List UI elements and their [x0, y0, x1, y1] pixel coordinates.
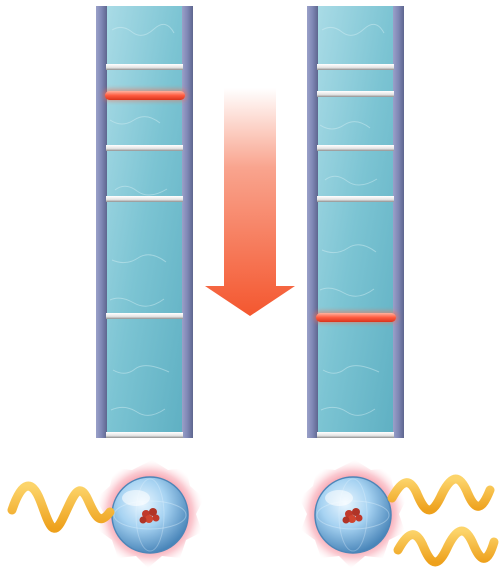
rung	[317, 145, 394, 151]
ladder-left	[96, 6, 193, 438]
rung	[317, 91, 394, 97]
atom-left	[96, 460, 204, 568]
ladder-right	[307, 6, 404, 438]
transition-arrow-down	[205, 88, 295, 316]
atom-shell	[314, 476, 392, 554]
ice-column	[107, 6, 182, 436]
rail-left	[96, 6, 107, 438]
highlighted-rung	[103, 89, 187, 101]
photon-wave-outgoing	[387, 474, 495, 515]
atom-right	[299, 460, 407, 568]
ice-column	[318, 6, 393, 436]
rung	[106, 196, 183, 202]
rung	[106, 313, 183, 319]
ice-texture	[319, 23, 385, 416]
atom-shell	[111, 476, 189, 554]
rung	[317, 196, 394, 202]
ice-texture	[109, 23, 175, 416]
highlight-spot	[325, 490, 353, 506]
rail-right	[393, 6, 404, 438]
rung	[317, 432, 394, 438]
rail-left	[307, 6, 318, 438]
photon-wave-outgoing	[393, 526, 499, 567]
rung	[106, 145, 183, 151]
photon-wave-incoming	[7, 481, 115, 533]
nucleus	[342, 508, 363, 524]
rung	[106, 432, 183, 438]
highlight-spot	[122, 490, 150, 506]
rung	[317, 64, 394, 70]
rail-right	[182, 6, 193, 438]
rung	[106, 64, 183, 70]
nucleus	[139, 508, 160, 524]
highlighted-rung	[314, 311, 398, 323]
